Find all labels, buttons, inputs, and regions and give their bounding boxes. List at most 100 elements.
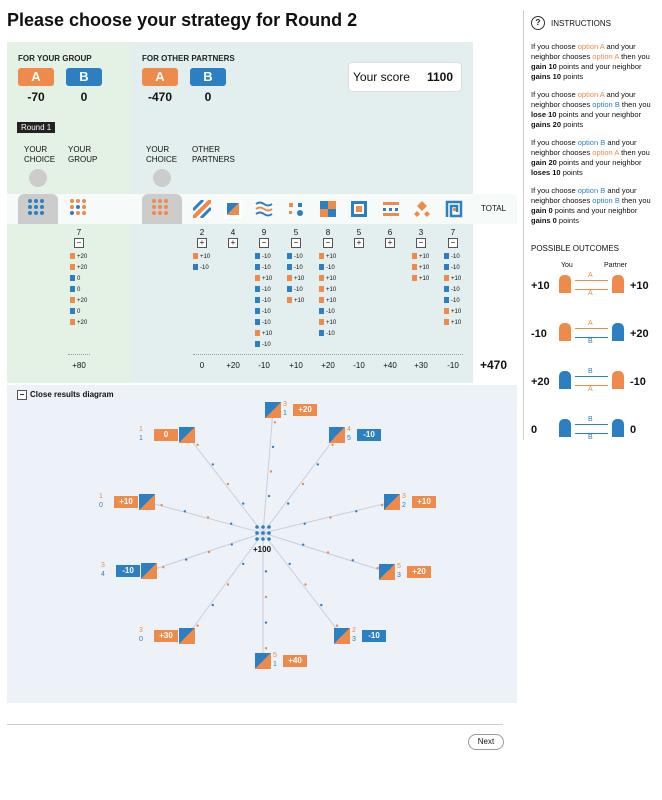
minus-icon: − (17, 390, 27, 400)
arrow-label: B (588, 368, 593, 375)
person-icon (319, 253, 324, 260)
close-diagram-toggle[interactable]: −Close results diagram (17, 390, 114, 400)
person-icon (412, 264, 417, 271)
instruction-ab: If you choose option A and your neighbor… (531, 90, 653, 130)
detail-value: -10 (326, 331, 335, 337)
center-dot (267, 537, 271, 541)
detail-row: +20 (70, 252, 87, 263)
flow-dot (242, 562, 245, 566)
connection-line (262, 532, 388, 573)
next-button[interactable]: Next (468, 734, 504, 750)
instr-text: points (561, 120, 584, 129)
expand-toggle[interactable]: + (228, 238, 238, 248)
group-dots-icon (139, 494, 155, 510)
flow-dot (335, 624, 339, 627)
collapse-toggle[interactable]: − (448, 238, 458, 248)
detail-row: -10 (193, 263, 209, 274)
detail-value: -10 (262, 342, 271, 348)
partner-total: +30 (414, 361, 428, 370)
person-icon (444, 253, 449, 260)
instr-text: option A (577, 42, 605, 51)
flow-dot (380, 503, 384, 507)
person-icon (70, 264, 75, 271)
instr-text: points (561, 72, 584, 81)
detail-row: +10 (444, 318, 461, 329)
instr-text: option A (592, 148, 619, 157)
outcome-partner-value: 0 (630, 424, 637, 436)
node-count-b: 3 (352, 636, 356, 643)
arrow-label: B (588, 434, 593, 441)
partners-option-a-button[interactable]: A (142, 68, 178, 86)
connection-line (262, 532, 343, 637)
instr-text: points (560, 168, 583, 177)
arrow-label: A (588, 290, 593, 297)
help-icon[interactable]: ? (531, 16, 545, 30)
round-badge: Round 1 (17, 122, 56, 133)
detail-value: +10 (326, 287, 337, 293)
flow-dot (331, 443, 334, 446)
orange-dots-icon (152, 199, 168, 215)
partner-count: 8 (325, 228, 331, 237)
node-count-a: 1 (99, 493, 103, 500)
node-value-badge: +20 (407, 566, 431, 578)
outcome-partner-value: +20 (630, 328, 649, 340)
center-value: +100 (253, 545, 272, 554)
person-icon (319, 308, 324, 315)
divider (193, 354, 463, 355)
flow-dot (264, 570, 268, 573)
detail-value: +20 (77, 265, 88, 271)
connection-line (262, 501, 393, 534)
expand-toggle[interactable]: + (197, 238, 207, 248)
flow-dot (211, 463, 214, 466)
node-count-a: 3 (402, 493, 406, 500)
collapse-toggle[interactable]: − (259, 238, 269, 248)
detail-row: -10 (287, 263, 303, 274)
node-value-badge: 0 (154, 429, 178, 441)
expand-toggle[interactable]: + (354, 238, 364, 248)
partner-count: 6 (387, 228, 393, 237)
expand-toggle[interactable]: + (385, 238, 395, 248)
your-group-header-line2: GROUP (68, 155, 98, 164)
collapse-toggle[interactable]: − (291, 238, 301, 248)
person-icon (287, 253, 292, 260)
group-option-b-button[interactable]: B (66, 68, 102, 86)
detail-value: +10 (326, 298, 337, 304)
flow-dot (267, 494, 271, 498)
detail-value: -10 (326, 265, 335, 271)
node-value-badge: -10 (362, 630, 386, 642)
detail-row: +20 (70, 263, 87, 274)
flow-dot (226, 482, 230, 486)
person-icon (255, 264, 260, 271)
page-title: Please choose your strategy for Round 2 (7, 10, 358, 30)
outcome-partner-value: +10 (630, 280, 649, 292)
partner-count: 4 (230, 228, 236, 237)
your-choice-header-line2: CHOICE (24, 155, 56, 164)
instr-text: If you choose (531, 186, 578, 195)
person-icon (319, 297, 324, 304)
flow-dot (162, 566, 165, 569)
flow-dot (196, 624, 199, 627)
quadrant-icon (379, 564, 395, 580)
collapse-toggle[interactable]: − (323, 238, 333, 248)
partners-option-b-button[interactable]: B (190, 68, 226, 86)
person-icon (444, 297, 449, 304)
detail-row: -10 (444, 296, 460, 307)
instr-text: lose 10 (531, 110, 557, 119)
group-collapse-toggle[interactable]: − (74, 238, 84, 248)
instr-text: and your neighbor chooses (531, 186, 637, 205)
person-icon (255, 286, 260, 293)
partner-total: +20 (321, 361, 335, 370)
arrow-left-icon (575, 385, 608, 386)
detail-row: -10 (319, 263, 335, 274)
instruction-ba: If you choose option B and your neighbor… (531, 138, 653, 178)
your-choice-avatar (18, 169, 58, 224)
collapse-toggle[interactable]: − (416, 238, 426, 248)
flow-dot (230, 522, 233, 525)
group-dots-icon (70, 199, 86, 215)
detail-row: -10 (319, 307, 335, 318)
group-option-a-button[interactable]: A (18, 68, 54, 86)
person-icon (255, 308, 260, 315)
blue-dots-icon (28, 199, 44, 215)
detail-row: -10 (444, 252, 460, 263)
